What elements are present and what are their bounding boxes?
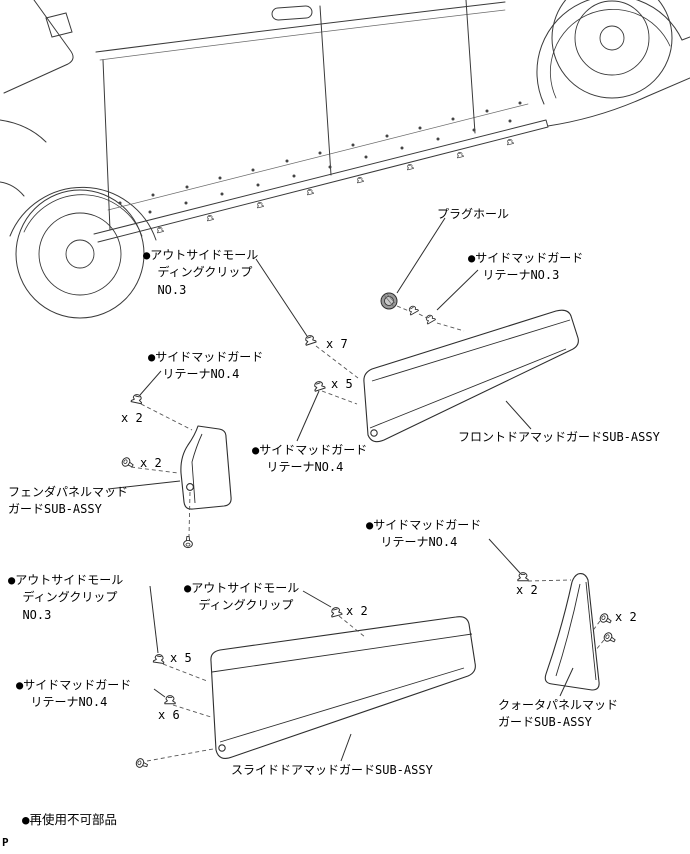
qty-clip-x6-lower: x 6 — [158, 708, 180, 722]
slide-door-seam — [319, 5, 332, 176]
front-door-seam — [102, 59, 111, 231]
callout-side-mudguard-retainer-no4-upper-left: ●サイドマッドガード リテーナNO.4 — [148, 350, 264, 382]
callout-outside-molding-clip-middle: ●アウトサイドモール ディングクリップ — [184, 581, 300, 613]
rear-door-seam — [465, 0, 476, 134]
label-leader-lines — [107, 217, 574, 762]
clip-x6-lower — [164, 695, 176, 705]
clip-retainer-no3-a — [406, 304, 419, 316]
clip-x5-lower — [152, 653, 166, 664]
callout-side-mudguard-retainer-no4-lower-left: ●サイドマッドガード リテーナNO.4 — [16, 678, 132, 710]
qty-clip-x2-fender: x 2 — [121, 411, 143, 425]
screw-fender-bottom — [183, 535, 193, 549]
screw-slide-bottom — [134, 757, 150, 771]
fender-mudguard-part — [180, 425, 232, 510]
front-door-mudguard-part — [363, 309, 579, 443]
callout-fender-panel-mudguard: フェンダパネルマッド ガードSUB-ASSY — [8, 485, 129, 517]
callout-plug-hole: プラグホール — [437, 207, 510, 221]
door-handle — [271, 5, 313, 21]
rear-wheel — [551, 0, 673, 99]
clip-x2-fender — [130, 393, 144, 405]
dashed-assembly-lines — [130, 305, 605, 762]
callout-side-mudguard-retainer-no4-right: ●サイドマッドガード リテーナNO.4 — [366, 518, 482, 550]
screw-x2-quarter-a — [598, 611, 614, 627]
qty-clip-x5-front: x 5 — [331, 377, 353, 391]
qty-clip-x2-right: x 2 — [516, 583, 538, 597]
rear-wheel-arch — [536, 0, 683, 105]
clip-x2-middle — [329, 605, 343, 618]
front-wheel-arch — [9, 186, 157, 241]
clip-x2-right — [517, 572, 529, 582]
qty-clip-x2-middle: x 2 — [346, 604, 368, 618]
qty-screw-x2-quarter: x 2 — [615, 610, 637, 624]
qty-clip-x7: x 7 — [326, 337, 348, 351]
page-corner-mark: P — [2, 836, 9, 849]
nonreusable-parts-note: ●再使用不可部品 — [22, 812, 118, 827]
clip-x5-front — [312, 379, 326, 392]
side-mirror — [45, 12, 73, 38]
callout-side-mudguard-retainer-no4-middle: ●サイドマッドガード リテーナNO.4 — [252, 443, 368, 475]
callout-slide-door-mudguard: スライドドアマッドガードSUB-ASSY — [231, 763, 433, 777]
callout-front-door-mudguard: フロントドアマッドガードSUB-ASSY — [458, 430, 660, 444]
callout-outside-molding-clip-no3-lower: ●アウトサイドモール ディングクリップ NO.3 — [8, 573, 124, 622]
qty-clip-x5-lower: x 5 — [170, 651, 192, 665]
quarter-mudguard-part — [544, 573, 600, 691]
rocker-panel — [93, 119, 549, 243]
screw-x2-quarter-b — [602, 630, 618, 646]
front-wheel — [15, 189, 145, 319]
car-side-view — [0, 0, 690, 319]
clip-retainer-no3-b — [423, 313, 436, 325]
callout-quarter-panel-mudguard: クォータパネルマッド ガードSUB-ASSY — [498, 698, 619, 730]
callout-side-mudguard-retainer-no3: ●サイドマッドガード リテーナNO.3 — [468, 251, 584, 283]
plug-hole-part — [380, 292, 398, 310]
callout-outside-molding-clip-no3-top: ●アウトサイドモール ディングクリップ NO.3 — [143, 248, 259, 297]
qty-screw-x2-fender: x 2 — [140, 456, 162, 470]
slide-door-mudguard-part — [210, 616, 476, 759]
rivet-dots — [118, 101, 522, 214]
clip-x7 — [303, 333, 317, 346]
